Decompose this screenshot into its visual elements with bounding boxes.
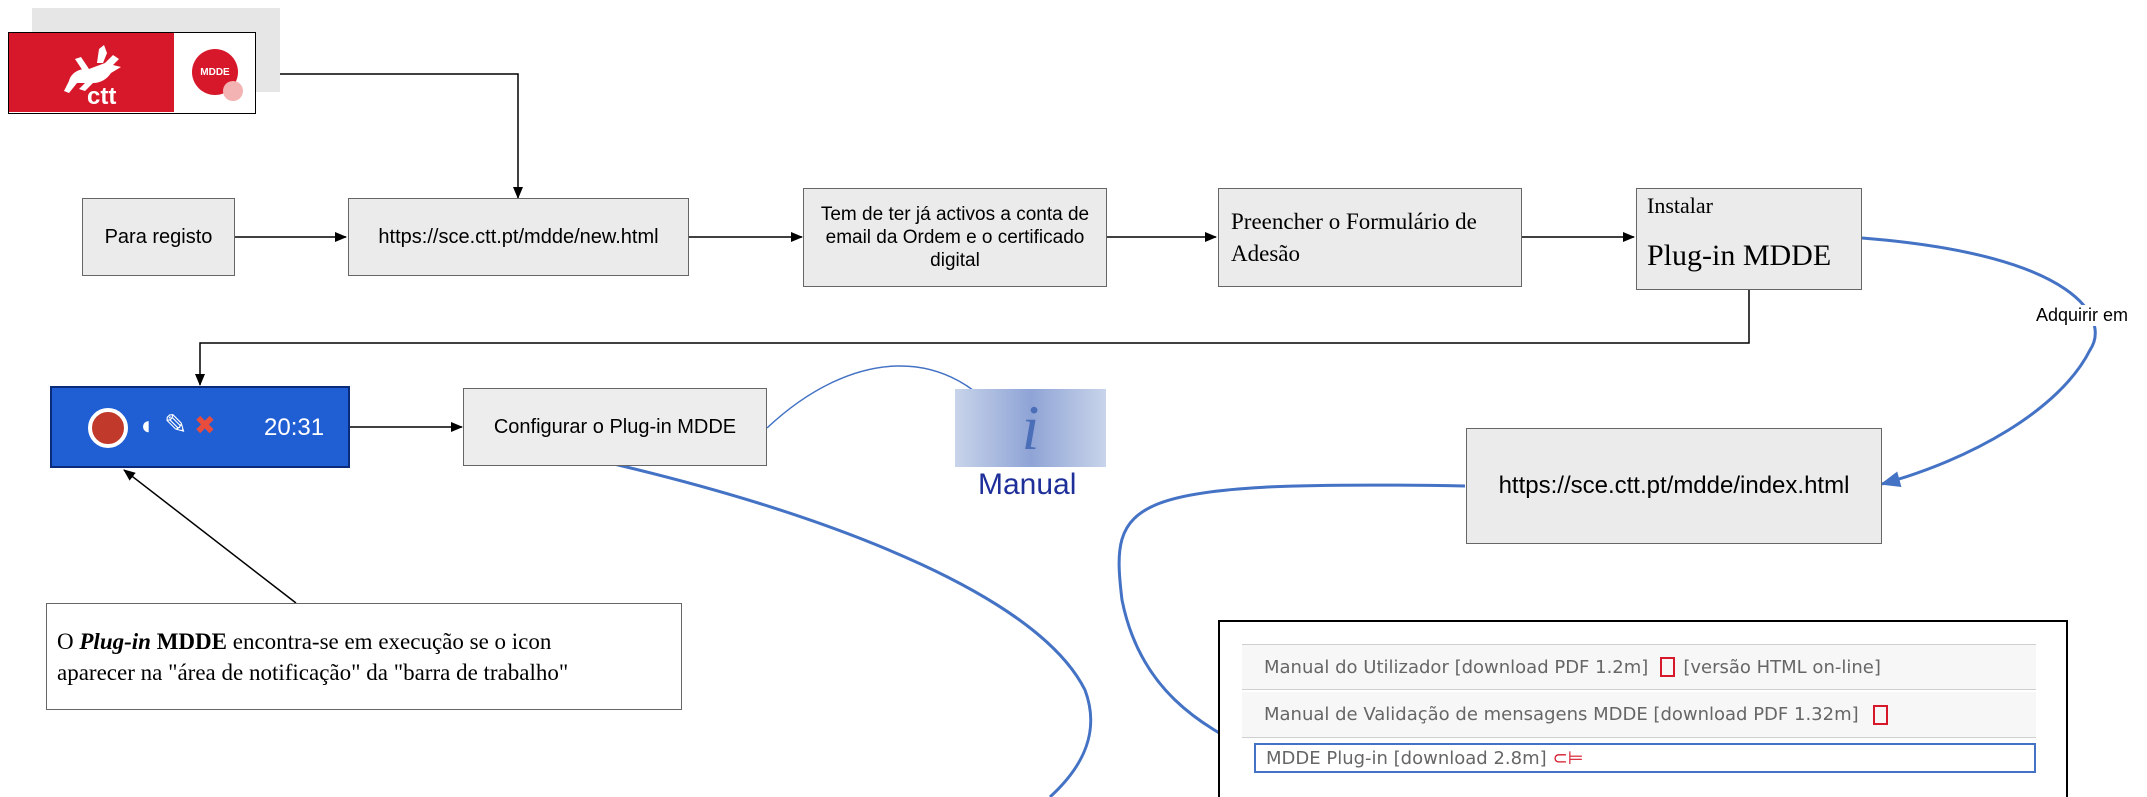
step-form: Preencher o Formulário de Adesão bbox=[1218, 188, 1522, 287]
step-register: Para registo bbox=[82, 198, 235, 276]
step-install-line1: Instalar bbox=[1647, 193, 1713, 218]
download-list-row[interactable]: Manual do Utilizador [download PDF 1.2m]… bbox=[1242, 644, 2036, 690]
download-list-row-highlighted[interactable]: MDDE Plug-in [download 2.8m] ⊂⊨ bbox=[1254, 743, 2036, 773]
manual-label[interactable]: Manual bbox=[978, 468, 1077, 501]
step-register-url[interactable]: https://sce.ctt.pt/mdde/new.html bbox=[348, 198, 689, 276]
note-box: O Plug-in MDDE encontra-se em execução s… bbox=[46, 603, 682, 710]
download-page-url[interactable]: https://sce.ctt.pt/mdde/index.html bbox=[1498, 472, 1850, 499]
pdf-doc-icon[interactable] bbox=[1660, 657, 1676, 677]
register-url-link[interactable]: https://sce.ctt.pt/mdde/new.html bbox=[378, 225, 659, 248]
step-download-page[interactable]: https://sce.ctt.pt/mdde/index.html bbox=[1466, 428, 1882, 544]
step-register-label: Para registo bbox=[104, 225, 213, 248]
connector-install-to-download-page bbox=[1861, 236, 2097, 487]
note-line2: aparecer na "área de notificação" da "ba… bbox=[57, 660, 569, 685]
taskbar-clock: 20:31 bbox=[264, 414, 325, 441]
manual-info-icon[interactable]: i bbox=[955, 389, 1106, 467]
taskbar-tray: ◖ ✎ ✖ 20:31 bbox=[50, 386, 350, 468]
note-bold: MDDE bbox=[156, 629, 227, 654]
step-install-line2: Plug-in MDDE bbox=[1647, 239, 1832, 272]
download-item-suffix[interactable]: [versão HTML on-line] bbox=[1683, 656, 1881, 678]
network-icon: ✎ bbox=[164, 409, 188, 440]
error-icon: ✖ bbox=[194, 410, 216, 440]
mdde-tray-icon[interactable] bbox=[88, 408, 128, 448]
step-configure: Configurar o Plug-in MDDE bbox=[463, 388, 767, 466]
connector-configure-down bbox=[613, 462, 1093, 797]
step-install: Instalar Plug-in MDDE bbox=[1636, 188, 1862, 290]
step-prerequisite: Tem de ter já activos a conta de email d… bbox=[803, 188, 1107, 287]
mdde-badge-text: MDDE bbox=[200, 66, 230, 78]
horse-rider-icon bbox=[64, 45, 121, 93]
speaker-icon: ◖ bbox=[138, 410, 154, 440]
download-item-text[interactable]: Manual de Validação de mensagens MDDE [d… bbox=[1264, 704, 1859, 725]
plug-icon[interactable]: ⊂⊨ bbox=[1552, 747, 1584, 769]
connector-download-page-to-list bbox=[1117, 483, 1466, 754]
download-item-text[interactable]: Manual do Utilizador [download PDF 1.2m] bbox=[1264, 656, 1649, 678]
step-prerequisite-label: Tem de ter já activos a conta de email d… bbox=[820, 204, 1090, 271]
ctt-logo-red-panel: ctt bbox=[9, 33, 174, 112]
ctt-brand-text: ctt bbox=[87, 83, 117, 110]
connector-note-to-taskbar bbox=[123, 469, 297, 604]
note-line1: O Plug-in MDDE encontra-se em execução s… bbox=[57, 629, 552, 654]
connector-install-to-taskbar bbox=[195, 290, 1750, 386]
download-list-row[interactable]: Manual de Validação de mensagens MDDE [d… bbox=[1242, 692, 2036, 738]
edge-label-acquire: Adquirir em bbox=[2034, 305, 2131, 326]
download-item-text[interactable]: MDDE Plug-in [download 2.8m] bbox=[1266, 747, 1547, 769]
pdf-doc-icon[interactable] bbox=[1872, 704, 1888, 725]
ctt-logo: ctt MDDE bbox=[8, 32, 256, 114]
step-configure-label: Configurar o Plug-in MDDE bbox=[493, 415, 737, 438]
connector-logo-to-register-url bbox=[256, 73, 523, 199]
download-list-panel: Manual do Utilizador [download PDF 1.2m]… bbox=[1218, 620, 2068, 797]
mdde-badge-stamp-icon bbox=[223, 81, 243, 101]
step-form-label: Preencher o Formulário de Adesão bbox=[1231, 208, 1477, 266]
note-italic: Plug-in bbox=[79, 629, 151, 654]
